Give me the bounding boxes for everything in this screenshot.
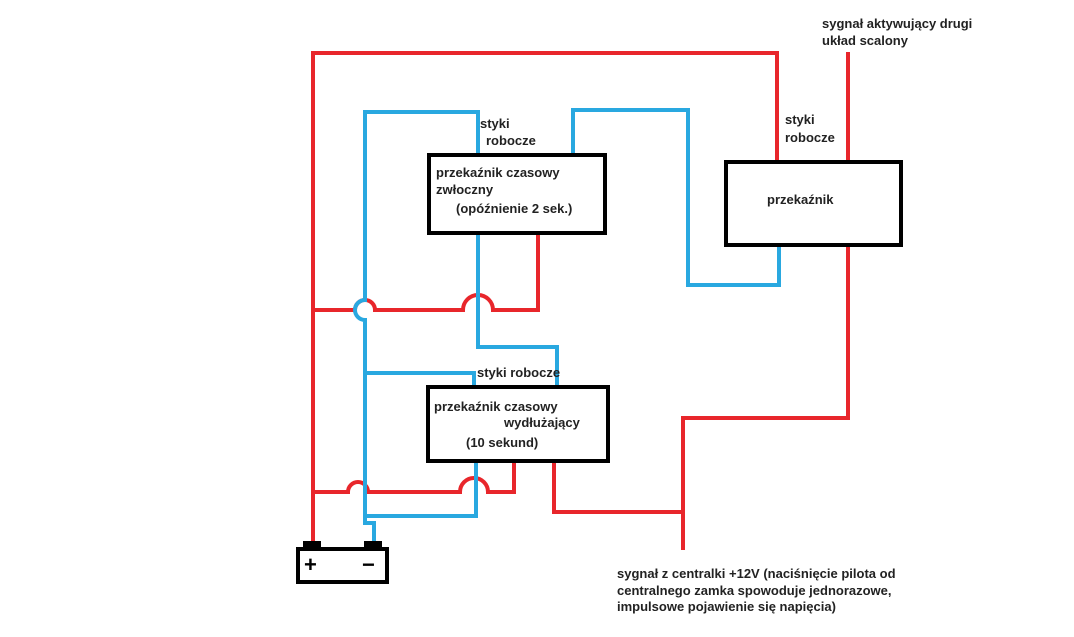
control-wires <box>353 108 781 543</box>
delay-to-relay-wire <box>571 108 781 287</box>
battery-box <box>296 547 389 584</box>
extend-timer-label-line2: wydłużający <box>503 415 581 430</box>
extend-contacts-label: styki robocze <box>477 365 560 380</box>
relay-label: przekaźnik <box>767 192 834 207</box>
main-positive-rail <box>311 51 779 543</box>
battery-plus-sign: + <box>304 552 317 577</box>
delay-timer-box <box>427 153 607 235</box>
central-unit-signal-wire <box>681 245 850 550</box>
delay-timer-label-line2: zwłoczny <box>436 182 494 197</box>
battery-component: + − <box>296 541 389 584</box>
extend-contact-loop-wire <box>365 371 476 387</box>
delay-timer-supply-wire <box>313 231 540 312</box>
extend-timer-label-line1: przekaźnik czasowy <box>434 399 558 414</box>
battery-minus-terminal <box>364 541 382 549</box>
delay-contacts-label-line1: styki <box>480 116 510 131</box>
delay-timer-label-line1: przekaźnik czasowy <box>436 165 560 180</box>
extend-timer-component: przekaźnik czasowy wydłużający (10 sekun… <box>426 385 610 463</box>
delay-contacts-label-line2: robocze <box>486 133 536 148</box>
positive-wires <box>311 51 850 550</box>
extend-timer-supply-wire <box>313 460 516 494</box>
extend-timer-box <box>426 385 610 463</box>
delay-timer-label-line3: (opóźnienie 2 sek.) <box>456 201 572 216</box>
extend-timer-label-line3: (10 sekund) <box>466 435 538 450</box>
top-signal-label-line1: sygnał aktywujący drugi <box>822 16 972 31</box>
relay-component: przekaźnik <box>724 160 903 247</box>
extend-timer-output-wire <box>552 460 683 514</box>
negative-return-wire <box>353 110 480 543</box>
extend-timer-return-wire <box>365 460 478 518</box>
annotations: sygnał aktywujący drugi układ scalony st… <box>477 16 972 614</box>
top-signal-label-line2: układ scalony <box>822 33 909 48</box>
bottom-signal-label-line3: impulsowe pojawienie się napięcia) <box>617 599 836 614</box>
bottom-signal-label-line2: centralnego zamka spowoduje jednorazowe, <box>617 583 892 598</box>
battery-plus-terminal <box>303 541 321 549</box>
delay-timer-component: przekaźnik czasowy zwłoczny (opóźnienie … <box>427 153 607 235</box>
relay-box <box>724 160 903 247</box>
bottom-signal-label-line1: sygnał z centralki +12V (naciśnięcie pil… <box>617 566 896 581</box>
relay-contacts-label-line2: robocze <box>785 130 835 145</box>
relay-contacts-label-line1: styki <box>785 112 815 127</box>
battery-minus-sign: − <box>362 552 375 577</box>
delay-to-extend-wire <box>476 231 559 387</box>
